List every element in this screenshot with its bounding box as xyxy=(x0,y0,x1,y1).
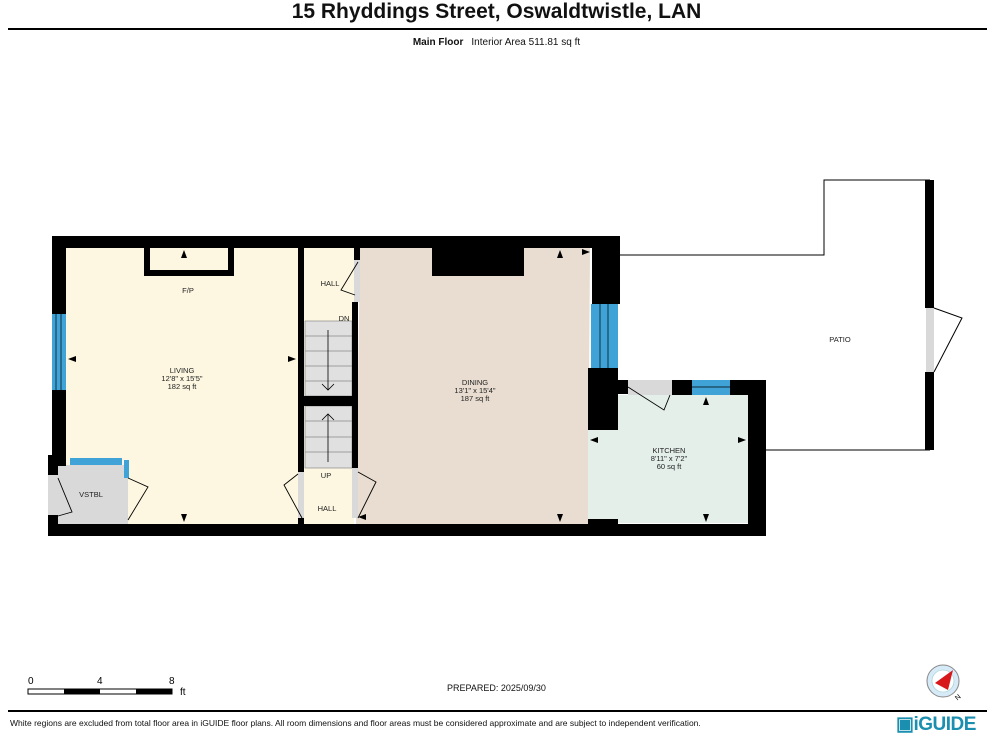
brand-icon: ▣ xyxy=(896,714,914,735)
dimension-markers xyxy=(68,249,746,522)
stairs-down-label: DN xyxy=(339,314,350,323)
scale-bar xyxy=(27,688,173,695)
patio-outline xyxy=(620,179,930,256)
living-dims: 12'8" x 15'5" xyxy=(161,374,202,383)
dining-dims: 13'1" x 15'4" xyxy=(454,386,495,395)
vestibule-label: VSTBL xyxy=(79,490,103,499)
scale-tick-4: 4 xyxy=(97,676,103,687)
scale-unit: ft xyxy=(180,687,186,698)
hall-lower-label: HALL xyxy=(318,504,337,513)
windows xyxy=(52,304,730,478)
iguide-logo: ▣iGUIDE xyxy=(896,714,976,735)
dining-name: DINING xyxy=(462,378,488,387)
hall-upper-label: HALL xyxy=(321,279,340,288)
floor-summary: Main Floor Interior Area 511.81 sq ft xyxy=(0,37,993,48)
floor-name: Main Floor xyxy=(412,37,464,48)
page-title: 15 Rhyddings Street, Oswaldtwistle, LAN xyxy=(291,0,702,23)
patio-label: PATIO xyxy=(829,335,851,344)
compass-north-label: N xyxy=(954,693,962,702)
footer-divider xyxy=(8,710,987,712)
fireplace-label: F/P xyxy=(182,286,194,295)
stairs-up-label: UP xyxy=(321,471,331,480)
dining-room xyxy=(356,248,590,524)
dining-area: 187 sq ft xyxy=(461,394,491,403)
stairs xyxy=(304,320,353,469)
kitchen-area: 60 sq ft xyxy=(657,462,683,471)
interior-area: Interior Area 511.81 sq ft xyxy=(471,37,581,48)
vestibule xyxy=(58,465,128,525)
scale-tick-0: 0 xyxy=(28,676,34,687)
disclaimer: White regions are excluded from total fl… xyxy=(10,718,701,728)
compass-icon xyxy=(926,664,960,698)
living-area: 182 sq ft xyxy=(168,382,198,391)
patio-door xyxy=(926,308,934,372)
living-name: LIVING xyxy=(170,366,195,375)
prepared-date: PREPARED: 2025/09/30 xyxy=(447,683,546,693)
kitchen-name: KITCHEN xyxy=(653,446,686,455)
kitchen-dims: 8'11" x 7'2" xyxy=(651,454,688,463)
doors xyxy=(48,260,672,518)
header-divider xyxy=(8,28,987,30)
scale-tick-8: 8 xyxy=(169,676,175,687)
